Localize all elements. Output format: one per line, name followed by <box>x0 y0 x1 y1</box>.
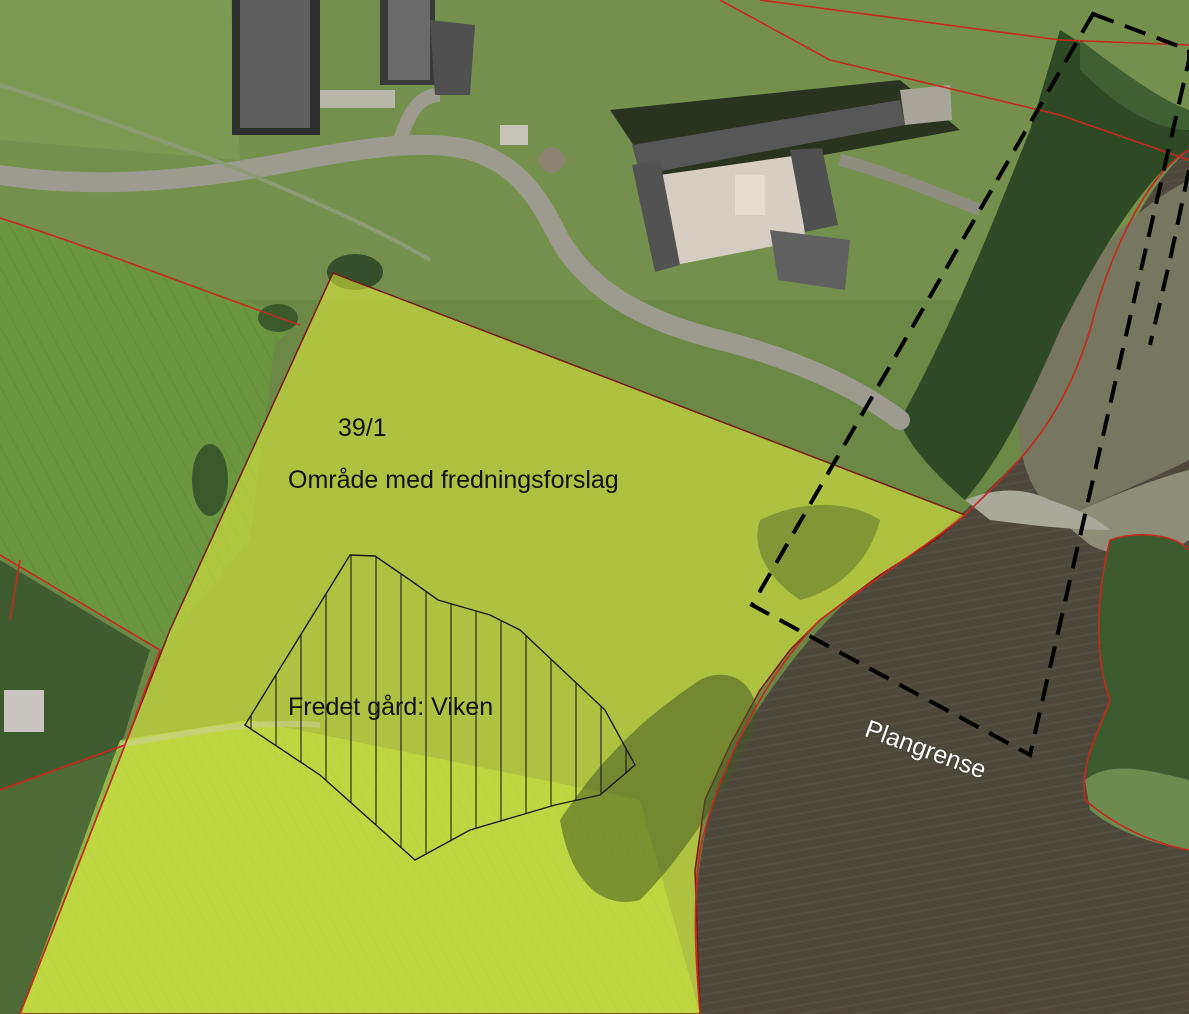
tree-belt <box>900 30 1189 500</box>
islet-lawn <box>1085 768 1189 850</box>
west-wing-roof <box>632 160 680 272</box>
barn-north-west-roof <box>240 0 310 128</box>
east-wing-roof <box>790 148 838 232</box>
courtyard-access <box>393 88 441 143</box>
yard-object-2 <box>539 147 565 173</box>
tidal-flat-upper <box>1018 180 1189 520</box>
water-ripples <box>695 150 1189 1014</box>
tree-shadows-east <box>757 505 880 600</box>
barn-north-center-roof <box>388 0 430 80</box>
tidal-flat-lower <box>1060 470 1189 556</box>
silo-roof <box>430 20 475 95</box>
driveway-east <box>838 154 983 216</box>
main-building-annex <box>900 85 952 125</box>
yard-object-3 <box>735 175 765 215</box>
yard-shed <box>320 90 395 108</box>
south-house-roof <box>770 230 850 290</box>
upper-left-field <box>0 0 240 160</box>
protection-proposal-label: Område med fredningsforslag <box>288 466 619 494</box>
farm-road <box>0 134 910 430</box>
stream-mouth <box>965 490 1110 530</box>
parcel-id-label: 39/1 <box>338 414 387 442</box>
protected-farm-hatch <box>244 554 636 861</box>
courtyard <box>660 155 805 265</box>
lower-left-strip <box>0 750 120 1014</box>
plan-boundary <box>749 11 1189 759</box>
tree-shadows <box>560 674 757 902</box>
protected-farm-label: Fredet gård: Viken <box>288 693 494 721</box>
main-building-roof <box>632 100 905 175</box>
yard-object-1 <box>500 125 528 145</box>
plan-boundary-right-edge <box>1148 169 1189 346</box>
lower-left-house-roof <box>4 690 44 732</box>
tree-cluster-c <box>192 444 228 516</box>
lower-left-woodland <box>0 560 150 790</box>
footpath-upper-left <box>0 83 432 262</box>
tree-belt-highlight <box>1080 40 1189 130</box>
